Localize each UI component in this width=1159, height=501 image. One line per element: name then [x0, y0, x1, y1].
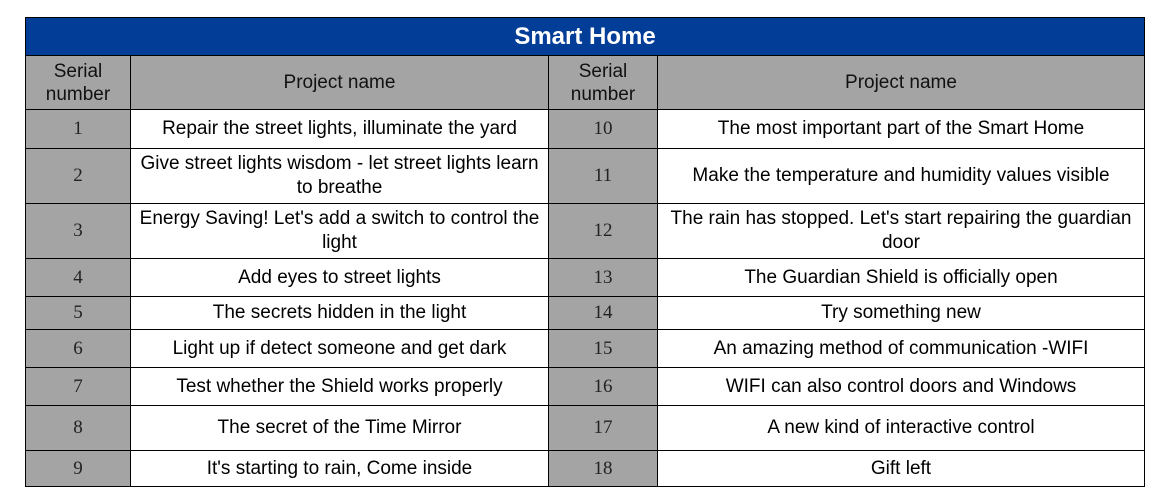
table-row: 7 Test whether the Shield works properly… [25, 367, 1145, 406]
project-name-cell: A new kind of interactive control [657, 405, 1145, 451]
project-name-cell: An amazing method of communication -WIFI [657, 329, 1145, 368]
serial-number-cell: 6 [25, 329, 131, 368]
serial-number-cell: 18 [548, 450, 658, 487]
project-name-cell: It's starting to rain, Come inside [130, 450, 549, 487]
header-project-name-right: Project name [657, 55, 1145, 110]
project-name-cell: Gift left [657, 450, 1145, 487]
table-row: 5 The secrets hidden in the light 14 Try… [25, 296, 1145, 330]
project-name-cell: Try something new [657, 296, 1145, 330]
serial-number-cell: 11 [548, 148, 658, 204]
serial-number-cell: 2 [25, 148, 131, 204]
table-row: 3 Energy Saving! Let's add a switch to c… [25, 203, 1145, 259]
project-name-cell: Energy Saving! Let's add a switch to con… [130, 203, 549, 259]
project-name-cell: The rain has stopped. Let's start repair… [657, 203, 1145, 259]
project-name-cell: Make the temperature and humidity values… [657, 148, 1145, 204]
table-row: 2 Give street lights wisdom - let street… [25, 148, 1145, 204]
serial-number-cell: 1 [25, 109, 131, 149]
serial-number-cell: 9 [25, 450, 131, 487]
header-project-name-left: Project name [130, 55, 549, 110]
project-name-cell: Repair the street lights, illuminate the… [130, 109, 549, 149]
project-name-cell: The Guardian Shield is officially open [657, 258, 1145, 297]
table-row: 4 Add eyes to street lights 13 The Guard… [25, 258, 1145, 297]
serial-number-cell: 13 [548, 258, 658, 297]
project-name-cell: Light up if detect someone and get dark [130, 329, 549, 368]
serial-number-cell: 12 [548, 203, 658, 259]
table-row: 8 The secret of the Time Mirror 17 A new… [25, 405, 1145, 451]
header-serial-number-right: Serial number [548, 55, 658, 110]
project-name-cell: The secrets hidden in the light [130, 296, 549, 330]
serial-number-cell: 8 [25, 405, 131, 451]
table-title: Smart Home [25, 17, 1145, 56]
serial-number-cell: 7 [25, 367, 131, 406]
table-row: 6 Light up if detect someone and get dar… [25, 329, 1145, 368]
serial-number-cell: 3 [25, 203, 131, 259]
smart-home-table: Smart Home Serial number Project name Se… [25, 17, 1145, 487]
header-serial-number-left: Serial number [25, 55, 131, 110]
table-row: 1 Repair the street lights, illuminate t… [25, 109, 1145, 149]
project-name-cell: WIFI can also control doors and Windows [657, 367, 1145, 406]
serial-number-cell: 17 [548, 405, 658, 451]
serial-number-cell: 15 [548, 329, 658, 368]
serial-number-cell: 4 [25, 258, 131, 297]
table-row: 9 It's starting to rain, Come inside 18 … [25, 450, 1145, 487]
serial-number-cell: 10 [548, 109, 658, 149]
project-name-cell: Give street lights wisdom - let street l… [130, 148, 549, 204]
header-row: Serial number Project name Serial number… [25, 55, 1145, 110]
project-name-cell: Add eyes to street lights [130, 258, 549, 297]
project-name-cell: The secret of the Time Mirror [130, 405, 549, 451]
project-name-cell: The most important part of the Smart Hom… [657, 109, 1145, 149]
serial-number-cell: 5 [25, 296, 131, 330]
project-name-cell: Test whether the Shield works properly [130, 367, 549, 406]
serial-number-cell: 16 [548, 367, 658, 406]
title-row: Smart Home [25, 17, 1145, 56]
serial-number-cell: 14 [548, 296, 658, 330]
